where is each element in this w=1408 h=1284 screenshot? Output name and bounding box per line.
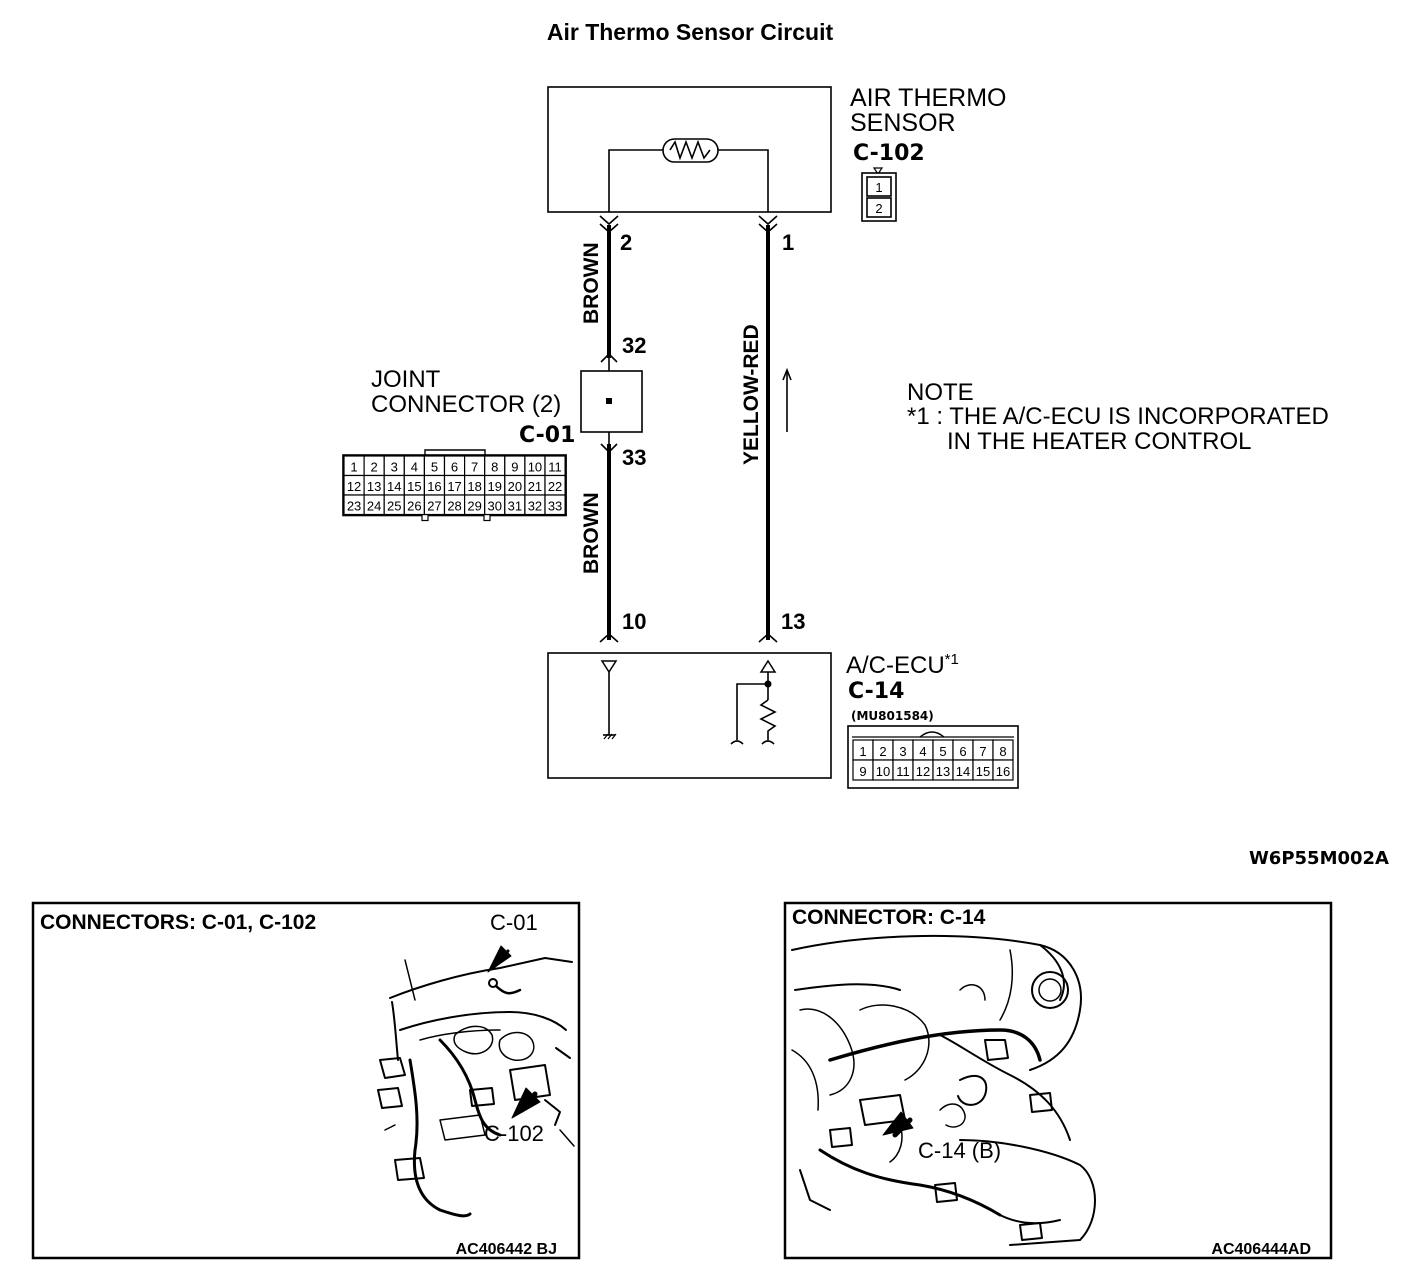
wire-color-yellow-red: YELLOW-RED (740, 324, 763, 465)
ecu-pin-label: 1 (859, 744, 866, 759)
joint-pin-label: 4 (411, 460, 418, 475)
panel-right-code: AC406444AD (1211, 1241, 1311, 1258)
ecu-pin-label: 7 (979, 744, 986, 759)
joint-pin-32-label: 32 (622, 333, 646, 358)
ecu-pin-label: 2 (879, 744, 886, 759)
ecu-pin-label: 16 (996, 764, 1010, 779)
panel-left-title: CONNECTORS: C-01, C-102 (40, 911, 316, 934)
sensor-name-line1: AIR THERMO (850, 84, 1007, 112)
ecu-name-text: A/C-ECU (846, 652, 945, 679)
joint-name-line1: JOINT (371, 366, 441, 393)
note-line1: *1 : THE A/C-ECU IS INCORPORATED (907, 403, 1329, 430)
joint-pin-label: 12 (347, 479, 361, 494)
sensor-pin-1-label: 1 (782, 230, 794, 255)
ecu-cell (992, 759, 1014, 781)
joint-pin-label: 28 (447, 499, 461, 514)
joint-pin-label: 10 (528, 460, 542, 475)
joint-pin-label: 7 (471, 460, 478, 475)
callout-c01: C-01 (490, 910, 538, 935)
ecu-part-number: (MU801584) (851, 709, 934, 723)
ecu-pin-label: 3 (899, 744, 906, 759)
panel-right-title: CONNECTOR: C-14 (792, 906, 986, 929)
current-direction-arrow (782, 367, 792, 432)
sensor-connector-code: C-102 (853, 141, 925, 166)
joint-pin-label: 5 (431, 460, 438, 475)
ecu-pin-label: 5 (939, 744, 946, 759)
joint-pin-label: 16 (427, 479, 441, 494)
joint-pin-label: 20 (508, 479, 522, 494)
sensor-pin-1: 1 (875, 180, 882, 195)
joint-splice-dot (606, 398, 612, 404)
joint-pin-label: 26 (407, 499, 421, 514)
joint-pin-label: 11 (548, 460, 562, 475)
joint-pin-label: 6 (451, 460, 458, 475)
ecu-pin-label: 6 (959, 744, 966, 759)
joint-pin-label: 18 (467, 479, 481, 494)
ecu-ground-circuit (600, 660, 618, 740)
joint-pin-label: 25 (387, 499, 401, 514)
joint-pin-label: 22 (548, 479, 562, 494)
ecu-pin-label: 13 (936, 764, 950, 779)
joint-pin-label: 15 (407, 479, 421, 494)
wire-color-brown-lower: BROWN (580, 492, 603, 574)
joint-pin-label: 2 (371, 460, 378, 475)
ecu-pin-10-label: 10 (622, 609, 646, 634)
wire-color-brown-upper: BROWN (580, 242, 603, 324)
joint-pin-33-label: 33 (622, 445, 646, 470)
joint-pin-label: 17 (447, 479, 461, 494)
joint-pin-label: 32 (528, 499, 542, 514)
joint-pin-label: 1 (350, 460, 357, 475)
ecu-pin-label: 10 (876, 764, 890, 779)
joint-pin-label: 13 (367, 479, 381, 494)
joint-pin-label: 3 (391, 460, 398, 475)
thermistor-symbol (608, 138, 769, 212)
ecu-pin-label: 9 (859, 764, 866, 779)
joint-pin-label: 14 (387, 479, 401, 494)
wire-yellow-red (758, 215, 778, 643)
dashboard-harness-illustration-right (791, 934, 1096, 1246)
joint-pin-label: 33 (548, 499, 562, 514)
joint-pin-label: 27 (427, 499, 441, 514)
joint-pin-label: 23 (347, 499, 361, 514)
joint-cell (544, 494, 566, 516)
ecu-pin-label: 12 (916, 764, 930, 779)
ecu-connector-code: C-14 (848, 679, 904, 704)
ecu-name: A/C-ECU*1 (846, 651, 959, 679)
ecu-superscript: *1 (945, 651, 959, 668)
ecu-pin-13-label: 13 (781, 609, 805, 634)
joint-pin-label: 29 (467, 499, 481, 514)
ecu-pin-label: 11 (896, 764, 910, 779)
connector-location-panel-right (783, 901, 1333, 1260)
joint-pin-label: 8 (491, 460, 498, 475)
figure-code: W6P55M002A (1249, 848, 1389, 869)
joint-pin-label: 21 (528, 479, 542, 494)
connector-location-panel-left (31, 901, 581, 1260)
ecu-pin-label: 4 (919, 744, 926, 759)
ecu-pullup-circuit (730, 659, 777, 745)
sensor-pin-2: 2 (875, 201, 882, 216)
joint-pin-label: 31 (508, 499, 522, 514)
panel-left-code: AC406442 BJ (456, 1241, 557, 1258)
note-line2: IN THE HEATER CONTROL (947, 428, 1251, 455)
dashboard-harness-illustration-left (377, 945, 575, 1218)
joint-pin-label: 24 (367, 499, 381, 514)
ac-ecu-box (547, 652, 832, 779)
joint-name-line2: CONNECTOR (2) (371, 391, 561, 418)
ecu-pin-label: 14 (956, 764, 970, 779)
ecu-pin-label: 15 (976, 764, 990, 779)
note-heading: NOTE (907, 379, 974, 406)
ecu-pin-label: 8 (999, 744, 1006, 759)
wire-brown (599, 215, 619, 643)
sensor-name-line2: SENSOR (850, 109, 956, 137)
joint-connector-code: C-01 (519, 423, 575, 448)
sensor-connector-face: 1 2 (861, 167, 897, 222)
joint-pin-label: 9 (511, 460, 518, 475)
sensor-pin-2-label: 2 (620, 230, 632, 255)
page-title: Air Thermo Sensor Circuit (547, 19, 834, 45)
joint-pin-label: 30 (488, 499, 502, 514)
joint-pin-label: 19 (488, 479, 502, 494)
